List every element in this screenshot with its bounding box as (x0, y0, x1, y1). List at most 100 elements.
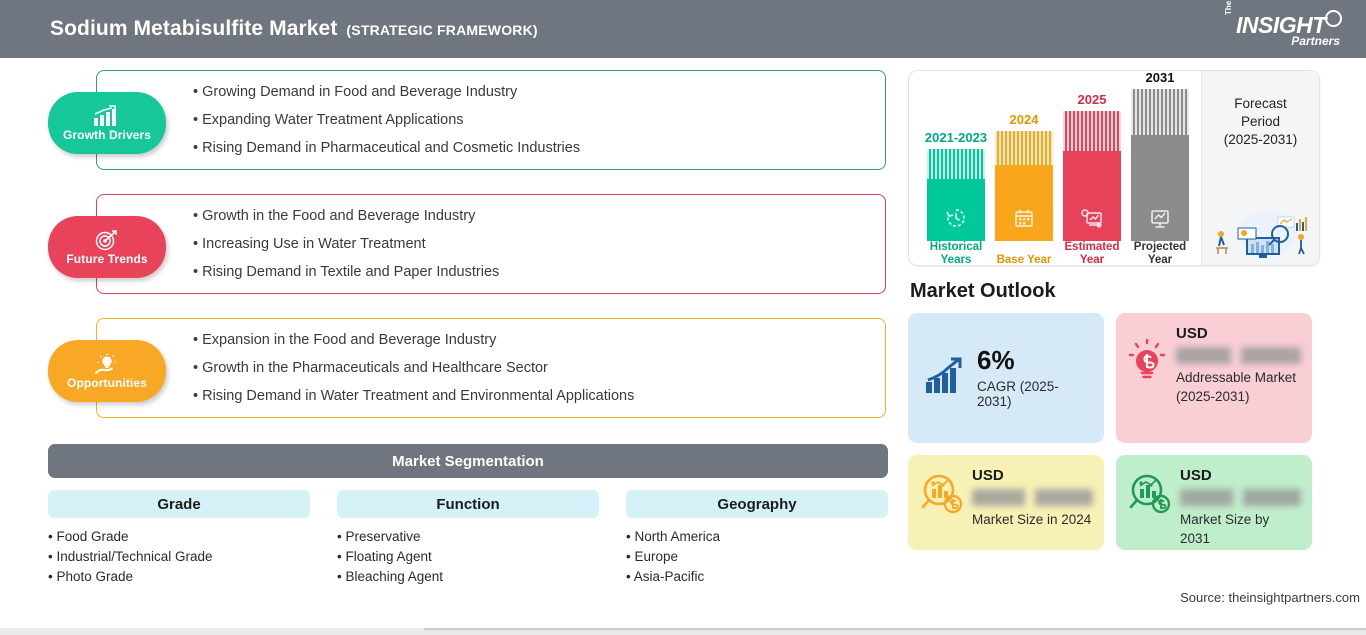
header-title-group: Sodium Metabisulfite Market (STRATEGIC F… (50, 17, 538, 41)
analytics-gear-icon (1063, 207, 1121, 233)
column-title: Grade (48, 490, 310, 518)
bullet-item: Growing Demand in Food and Beverage Indu… (193, 78, 885, 106)
cagr-value: 6% (977, 345, 1015, 375)
page-header: Sodium Metabisulfite Market (STRATEGIC F… (0, 0, 1366, 58)
forecast-period-line1: Forecast (1234, 96, 1287, 111)
target-dart-icon (94, 229, 120, 251)
badge-growth-drivers[interactable]: Growth Drivers (48, 92, 166, 154)
badge-label: Growth Drivers (62, 127, 152, 142)
bar-chart-growth-icon (92, 104, 122, 127)
opportunities-box: Expansion in the Food and Beverage Indus… (96, 318, 886, 418)
segmentation-column-geography: Geography North America Europe Asia-Paci… (626, 490, 888, 587)
bar-year-label: 2031 (1145, 70, 1175, 85)
list-item: North America (626, 527, 888, 547)
badge-label: Opportunities (67, 375, 147, 390)
bullet-item: Rising Demand in Textile and Paper Indus… (193, 258, 885, 286)
bullet-item: Increasing Use in Water Treatment (193, 230, 885, 258)
bullet-item: Growth in the Pharmaceuticals and Health… (193, 354, 885, 382)
right-column: 2021-2023 Historical Years 2024 (908, 70, 1328, 550)
forecast-period-line2: Period (1240, 114, 1281, 129)
market-size-2031-text-group: USD Market Size by 2031 (1180, 467, 1301, 548)
column-title: Geography (626, 490, 888, 518)
outlook-card-market-size-2031[interactable]: USD Market Size by 2031 (1116, 455, 1312, 550)
logo-partners-text: Partners (1291, 34, 1340, 48)
outlook-card-market-size-2024[interactable]: USD Market Size in 2024 (908, 455, 1104, 550)
clock-history-icon (927, 207, 985, 233)
growth-drivers-box: Growing Demand in Food and Beverage Indu… (96, 70, 886, 170)
cagr-text-group: 6% CAGR (2025-2031) (977, 347, 1093, 409)
logo-ring-icon (1325, 10, 1342, 27)
list-item: Photo Grade (48, 567, 310, 587)
badge-future-trends[interactable]: Future Trends (48, 216, 166, 278)
data-analysis-people-illustration (1216, 211, 1307, 258)
page-title: Sodium Metabisulfite Market (50, 17, 338, 40)
currency-label: USD (972, 467, 1004, 484)
column-list: Preservative Floating Agent Bleaching Ag… (337, 527, 599, 587)
outlook-cards: 6% CAGR (2025-2031) (908, 313, 1320, 550)
logo-insight-text: INSIGHT (1236, 12, 1326, 38)
list-item: Bleaching Agent (337, 567, 599, 587)
blurred-value (1176, 347, 1301, 364)
bar-caption: Base Year (996, 254, 1052, 266)
footer-divider-accent (424, 628, 1366, 630)
blurred-value (972, 489, 1093, 506)
list-item: Asia-Pacific (626, 567, 888, 587)
column-title: Function (337, 490, 599, 518)
bullet-item: Rising Demand in Pharmaceutical and Cosm… (193, 134, 885, 162)
logo-the-text: The (1224, 0, 1233, 15)
future-trends-box: Growth in the Food and Beverage Industry… (96, 194, 886, 294)
bullet-item: Growth in the Food and Beverage Industry (193, 202, 885, 230)
addressable-text-group: USD Addressable Market (2025-2031) (1176, 325, 1301, 406)
strategy-row-future-trends: Growth in the Food and Beverage Industry… (48, 194, 886, 294)
segmentation-columns: Grade Food Grade Industrial/Technical Gr… (48, 490, 888, 587)
lightbulb-dollar-icon (1127, 325, 1167, 388)
bullet-item: Rising Demand in Water Treatment and Env… (193, 382, 885, 410)
source-attribution: Source: theinsightpartners.com (1180, 590, 1360, 605)
bullet-item: Expanding Water Treatment Applications (193, 106, 885, 134)
bar-year-label: 2024 (1009, 112, 1039, 127)
list-item: Europe (626, 547, 888, 567)
insight-partners-logo: The INSIGHT Partners (1224, 1, 1344, 52)
list-item: Industrial/Technical Grade (48, 547, 310, 567)
card-caption: Market Size by 2031 (1180, 512, 1270, 546)
magnifier-chart-dollar-icon (1127, 467, 1171, 520)
market-size-2024-text-group: USD Market Size in 2024 (972, 467, 1093, 529)
card-caption: Market Size in 2024 (972, 512, 1092, 527)
presentation-icon (1131, 207, 1189, 233)
footer-divider (0, 628, 1366, 635)
bar-year-label: 2025 (1077, 92, 1107, 107)
forecast-period-range: (2025-2031) (1223, 132, 1298, 147)
forecast-bars: 2021-2023 Historical Years 2024 (925, 70, 1199, 266)
strategy-row-growth-drivers: Growing Demand in Food and Beverage Indu… (48, 70, 886, 170)
bullet-item: Expansion in the Food and Beverage Indus… (193, 326, 885, 354)
outlook-card-cagr[interactable]: 6% CAGR (2025-2031) (908, 313, 1104, 443)
outlook-card-addressable-market[interactable]: USD Addressable Market (2025-2031) (1116, 313, 1312, 443)
forecast-period-panel: Forecast Period (2025-2031) (1201, 71, 1319, 265)
blurred-value (1180, 489, 1301, 506)
badge-label: Future Trends (66, 251, 148, 266)
segmentation-heading: Market Segmentation (48, 444, 888, 478)
list-item: Food Grade (48, 527, 310, 547)
cagr-caption: CAGR (2025-2031) (977, 379, 1059, 409)
card-caption: Addressable Market (2025-2031) (1176, 370, 1297, 404)
bar-chart-arrow-icon (924, 356, 968, 401)
bar-caption: Projected Year (1133, 241, 1187, 266)
segmentation-column-grade: Grade Food Grade Industrial/Technical Gr… (48, 490, 310, 587)
lightbulb-hand-icon (92, 353, 122, 375)
badge-opportunities[interactable]: Opportunities (48, 340, 166, 402)
page-subtitle: (STRATEGIC FRAMEWORK) (346, 22, 538, 38)
calendar-icon (995, 207, 1053, 233)
list-item: Floating Agent (337, 547, 599, 567)
list-item: Preservative (337, 527, 599, 547)
currency-label: USD (1176, 325, 1208, 342)
magnifier-chart-dollar-icon (919, 467, 963, 520)
forecast-period-card: 2021-2023 Historical Years 2024 (908, 70, 1320, 266)
column-list: North America Europe Asia-Pacific (626, 527, 888, 587)
bar-caption: Historical Years (929, 241, 983, 266)
bar-year-label: 2021-2023 (924, 130, 988, 145)
currency-label: USD (1180, 467, 1212, 484)
strategy-row-opportunities: Expansion in the Food and Beverage Indus… (48, 318, 886, 418)
segmentation-column-function: Function Preservative Floating Agent Ble… (337, 490, 599, 587)
column-list: Food Grade Industrial/Technical Grade Ph… (48, 527, 310, 587)
